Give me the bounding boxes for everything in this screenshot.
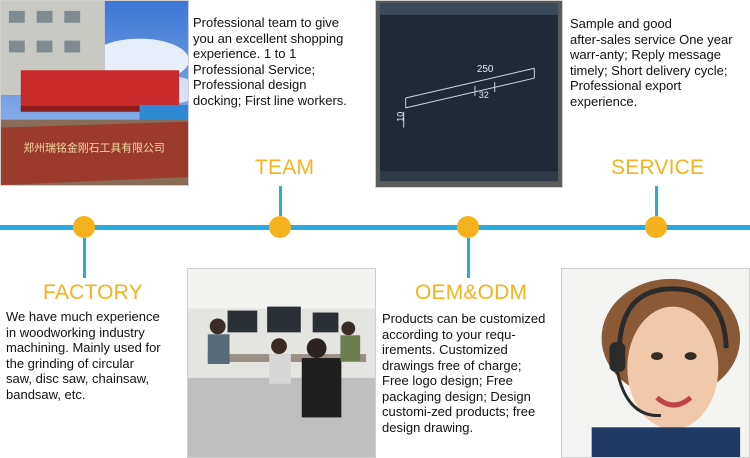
service-line: experience. [570, 93, 638, 109]
oem-heading: OEM&ODM [415, 281, 528, 304]
factory-heading: FACTORY [43, 281, 143, 304]
team-node [269, 216, 291, 238]
team-line: you an excellent shopping [193, 30, 344, 46]
dim-width-label: 32 [479, 90, 489, 100]
team-line: Professional design [193, 77, 307, 92]
factory-photo: 郑州瑞铭金刚石工具有限公司 [0, 0, 189, 186]
factory-line: We have much experience [6, 309, 160, 324]
oem-connector [467, 238, 470, 278]
team-line: Professional team to give [193, 15, 339, 30]
support-photo [561, 268, 750, 458]
signboard-text: 郑州瑞铭金刚石工具有限公司 [23, 140, 164, 154]
team-heading: TEAM [255, 156, 315, 179]
service-line: timely; Short delivery cycle; [570, 62, 728, 78]
factory-line: saw, disc saw, chainsaw, [6, 371, 150, 386]
team-line: Professional Service; [193, 61, 316, 77]
oem-line: Free logo design; Free [382, 373, 513, 388]
office-photo [187, 268, 376, 458]
oem-line: according to your requ- [382, 326, 516, 342]
team-line: docking; First line workers. [193, 92, 347, 108]
team-connector [279, 186, 282, 216]
oem-description: Products can be customized according to … [382, 311, 560, 435]
design-monitor-image: 250 32 10 [376, 1, 562, 187]
oem-line: design drawing. [382, 419, 474, 435]
service-line: warr-anty; Reply message [570, 47, 721, 62]
service-line: Professional export [570, 78, 682, 93]
service-line: Sample and good [570, 16, 672, 31]
oem-line: drawings free of charge; [382, 357, 522, 373]
design-photo: 250 32 10 [375, 0, 563, 188]
service-description: Sample and good after-sales service One … [570, 16, 750, 109]
oem-node [457, 216, 479, 238]
service-node [645, 216, 667, 238]
factory-line: in woodworking industry [6, 324, 145, 340]
oem-line: packaging design; Design [382, 388, 531, 404]
factory-connector [83, 238, 86, 278]
factory-building-image: 郑州瑞铭金刚石工具有限公司 [1, 1, 188, 185]
team-line: experience. 1 to 1 [193, 46, 297, 61]
service-heading: SERVICE [611, 156, 705, 179]
oem-line: irements. Customized [382, 342, 508, 357]
oem-line: Products can be customized [382, 311, 546, 326]
dim-height-label: 10 [396, 112, 406, 122]
support-agent-image [562, 269, 749, 457]
factory-line: machining. Mainly used for [6, 340, 161, 355]
timeline-line [0, 225, 750, 230]
factory-line: bandsaw, etc. [6, 386, 86, 402]
dim-length-label: 250 [477, 64, 494, 75]
office-workers-image [188, 269, 375, 457]
service-line: after-sales service One year [570, 31, 733, 47]
oem-line: customi-zed products; free [382, 404, 536, 419]
factory-node [73, 216, 95, 238]
service-connector [655, 186, 658, 216]
team-description: Professional team to give you an excelle… [193, 15, 373, 108]
factory-description: We have much experience in woodworking i… [6, 309, 186, 402]
factory-line: the grinding of circular [6, 355, 134, 371]
